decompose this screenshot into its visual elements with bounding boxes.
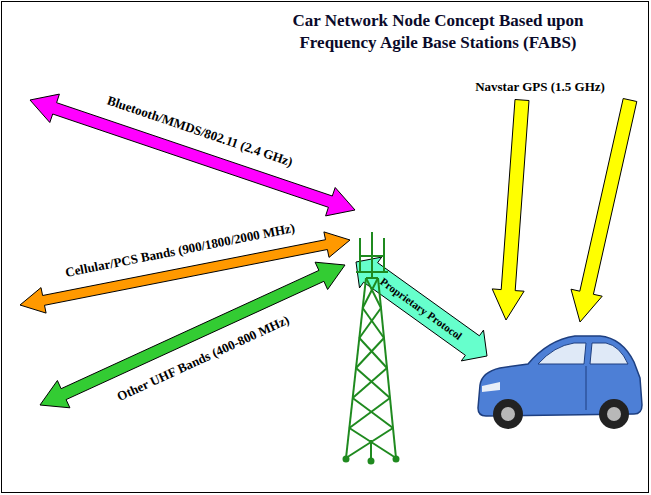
car-illustration — [478, 336, 642, 429]
protocol-label: Proprietary Protocol — [377, 274, 465, 343]
diagram-title: Car Network Node Concept Based upon Freq… — [268, 10, 608, 54]
signal-arrow — [571, 99, 637, 323]
signal-arrow — [492, 100, 529, 321]
tower-symbol — [344, 232, 399, 464]
signal-arrows — [20, 94, 637, 408]
signal-arrow — [40, 262, 345, 408]
signal-arrow — [30, 94, 355, 216]
gps-label: Navstar GPS (1.5 GHz) — [475, 79, 605, 94]
signal-arrow — [356, 257, 487, 361]
